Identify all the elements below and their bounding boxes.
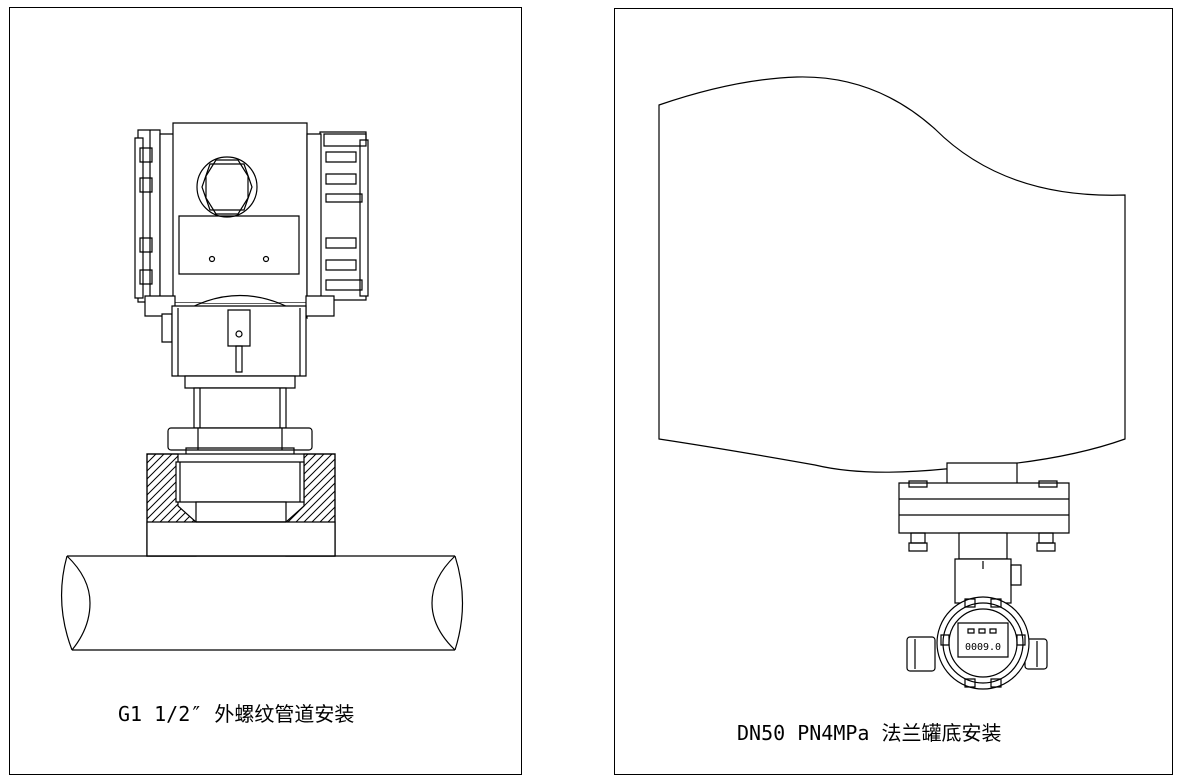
threaded-boss xyxy=(147,454,335,556)
tank-nozzle xyxy=(947,463,1017,485)
sensor-neck xyxy=(145,296,334,429)
lcd-display xyxy=(958,623,1008,657)
caption-flange-install: DN50 PN4MPa 法兰罐底安装 xyxy=(737,721,1002,745)
threaded-install-drawing xyxy=(10,8,523,776)
transmitter-housing xyxy=(160,123,321,303)
hex-nut xyxy=(168,428,312,456)
lcd-reading: 0009.0 xyxy=(965,642,1001,653)
tank-body xyxy=(659,77,1125,472)
panel-threaded-pipe-install: G1 1/2″ 外螺纹管道安装 xyxy=(9,7,522,775)
flange-install-drawing: 0009.0 xyxy=(615,9,1174,776)
right-end-cap xyxy=(320,132,368,300)
left-end-cap xyxy=(135,130,160,302)
process-pipe xyxy=(62,556,463,650)
caption-threaded-install: G1 1/2″ 外螺纹管道安装 xyxy=(118,702,355,726)
transmitter-housing-front xyxy=(907,559,1047,689)
panel-flange-tank-install: 0009.0 DN50 PN4MPa 法兰罐底安装 xyxy=(614,8,1173,775)
flange xyxy=(899,481,1069,559)
